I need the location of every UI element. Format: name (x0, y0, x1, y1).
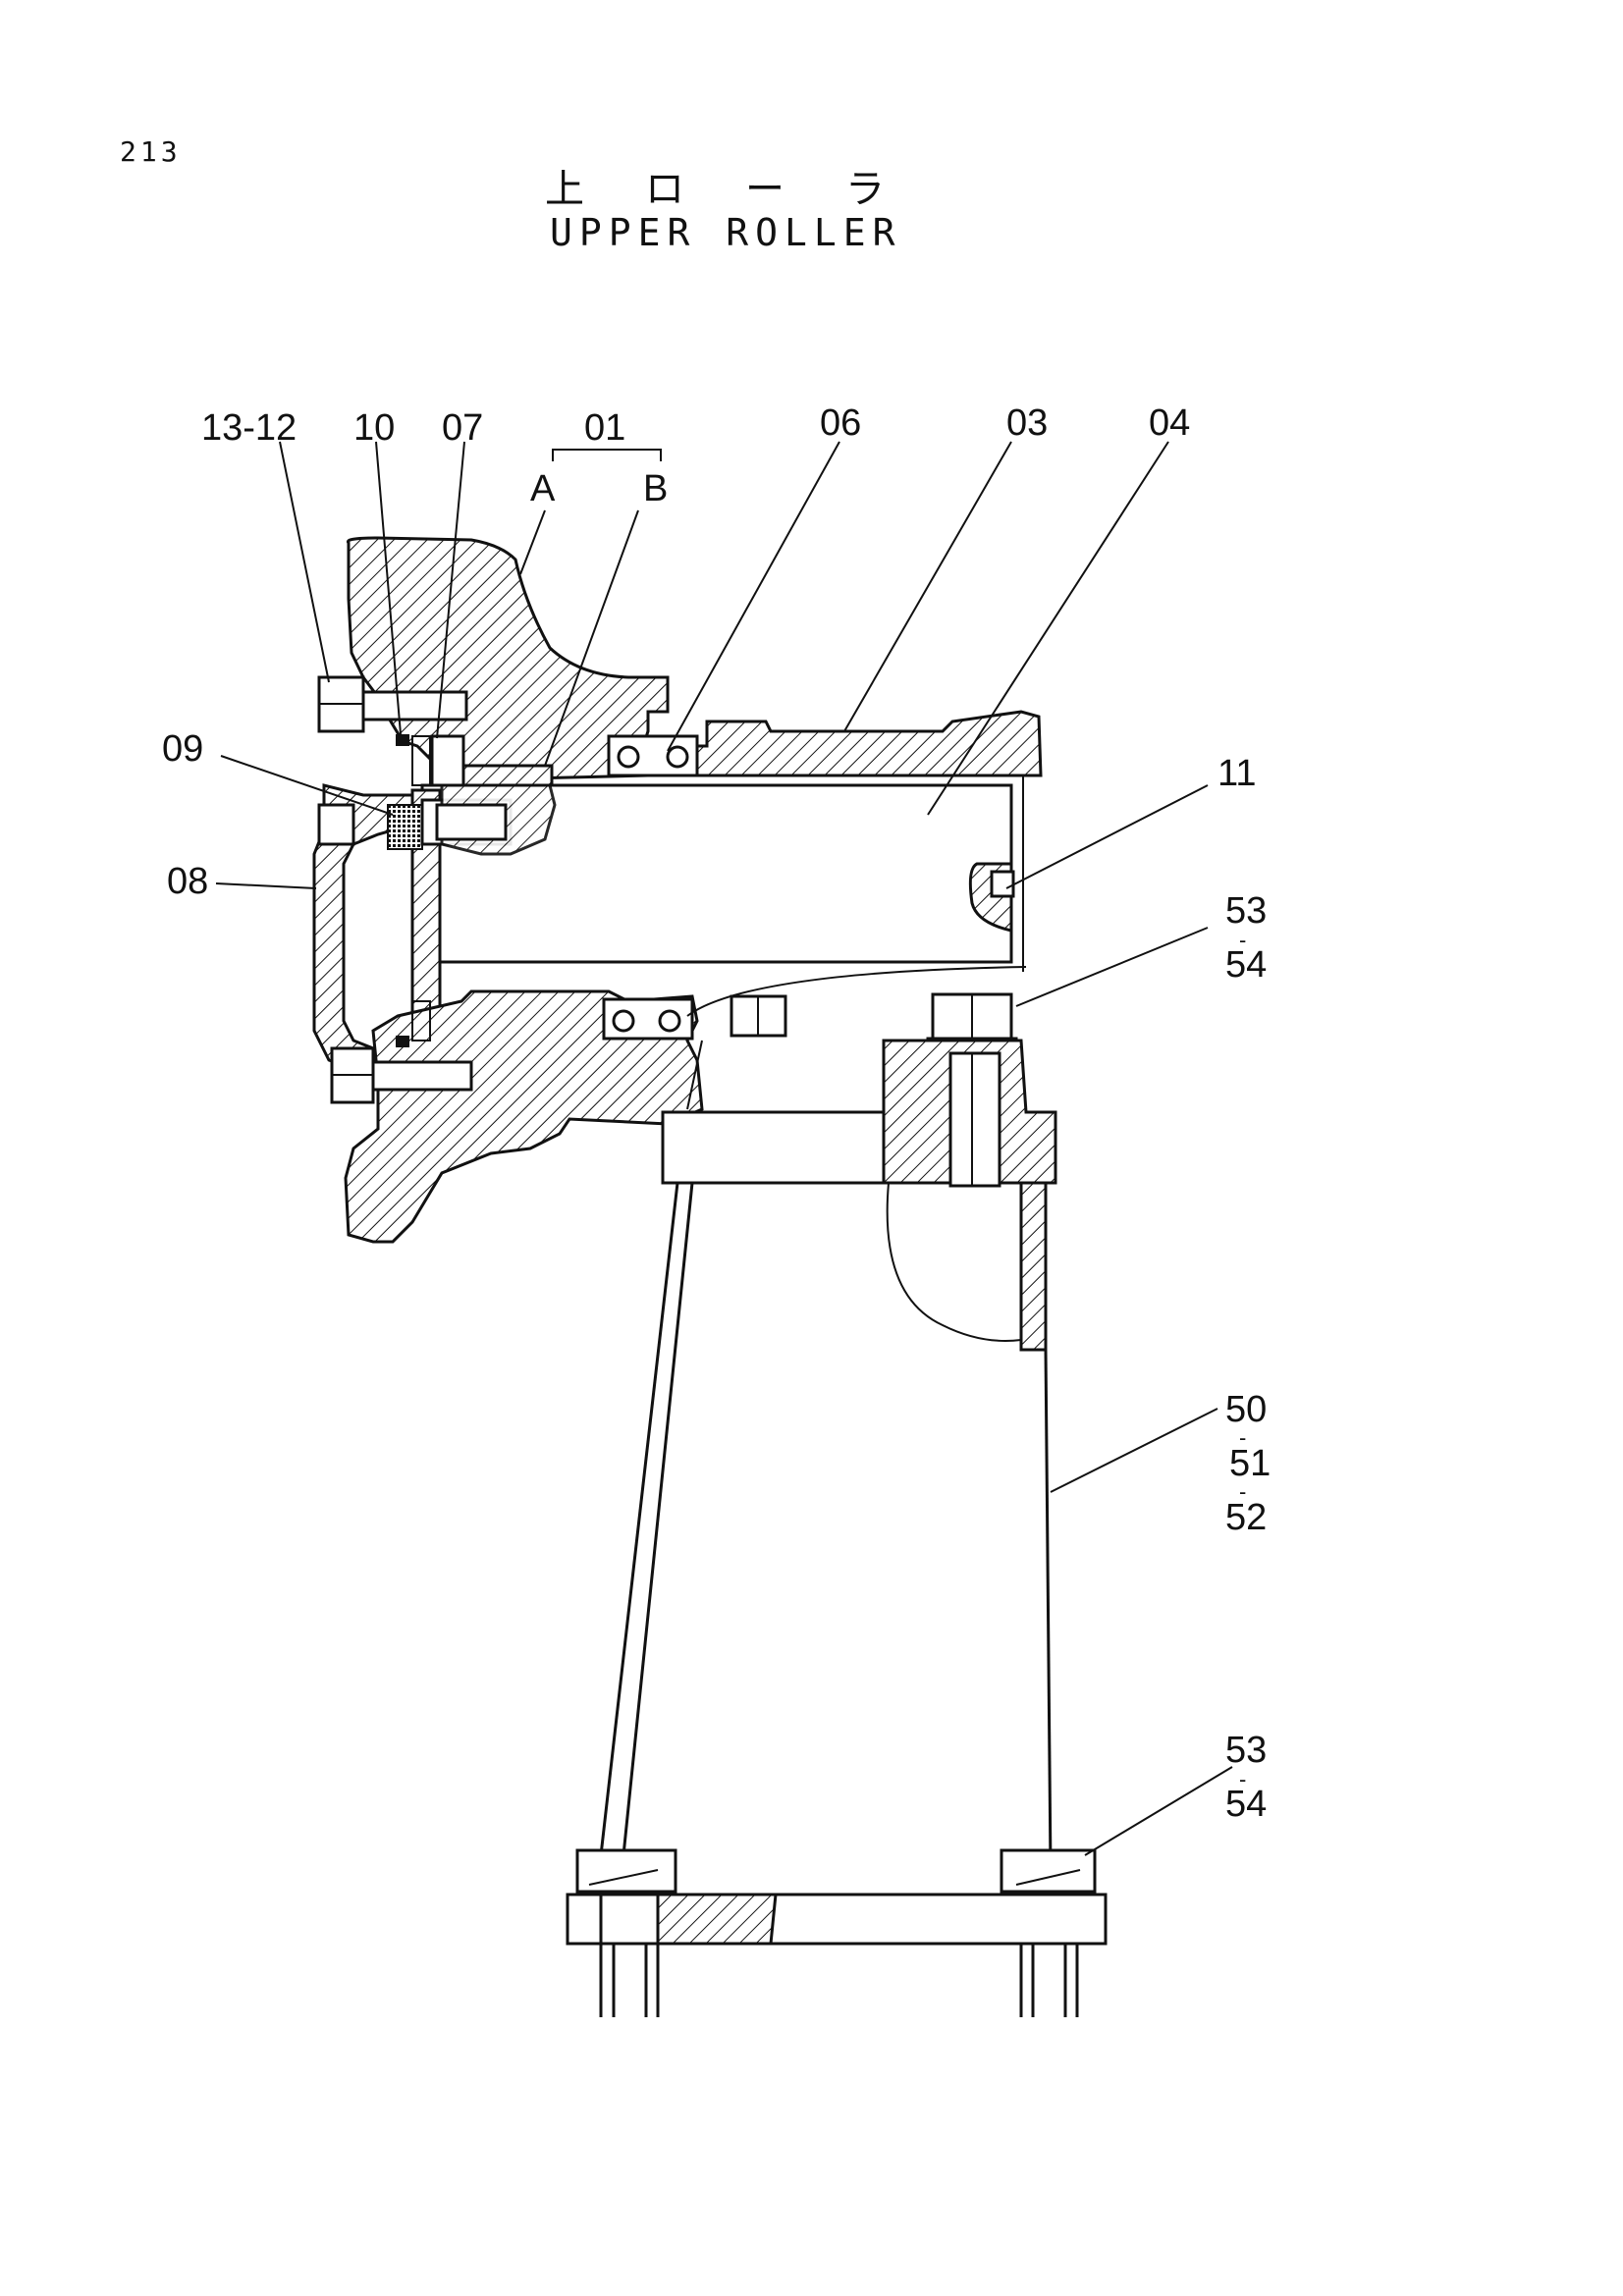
callout-51: 51 (1229, 1443, 1271, 1484)
callout-11: 11 (1217, 753, 1256, 794)
bracket-plate (661, 1039, 1057, 1188)
callout-01-b: B (643, 468, 668, 509)
bearing-06-upper (607, 734, 699, 777)
callout-10: 10 (353, 407, 395, 449)
bearing-06-lower (602, 997, 694, 1041)
callout-dash-3: - (1239, 1479, 1246, 1504)
callout-04: 04 (1149, 402, 1190, 444)
callout-03: 03 (1006, 402, 1048, 444)
callout-53-lower: 53 (1225, 1730, 1267, 1771)
callout-50: 50 (1225, 1389, 1267, 1430)
bracket-body (599, 1181, 1053, 1871)
callout-01-a: A (530, 468, 556, 509)
seal-assembly-lower (396, 1000, 431, 1047)
bolt-13-12-upper (317, 675, 468, 733)
callout-06: 06 (820, 402, 861, 444)
callout-09: 09 (162, 728, 203, 770)
callout-54-lower: 54 (1225, 1784, 1267, 1825)
callout-53-upper: 53 (1225, 890, 1267, 932)
base-plate (566, 1893, 1108, 1946)
title-japanese: 上ローラ (545, 167, 946, 212)
callout-53-54-upper: 53 - 54 (1225, 890, 1267, 986)
callout-dash-1: - (1239, 928, 1246, 952)
shaft-bracket-boundary (686, 966, 1027, 1110)
bolt-13-12-lower (330, 1046, 473, 1104)
page-number: 213 (120, 135, 182, 168)
nut-lower-left (575, 1848, 677, 1894)
leader-lines (215, 441, 1233, 1856)
callout-dash-4: - (1239, 1767, 1246, 1791)
callout-50-52: 50 - 51 - 52 (1225, 1389, 1271, 1538)
studs-lower (599, 1944, 1079, 2017)
nut-53-54-lower-right (1000, 1848, 1097, 1894)
callout-54-upper: 54 (1225, 944, 1267, 986)
callout-dash-2: - (1239, 1425, 1246, 1450)
callout-52: 52 (1225, 1497, 1267, 1538)
callout-53-54-lower: 53 - 54 (1225, 1730, 1267, 1825)
thrust-plate-09 (387, 783, 557, 1018)
callout-13-12: 13-12 (201, 407, 297, 449)
callout-07: 07 (442, 407, 483, 449)
callout-08: 08 (167, 861, 208, 902)
title-english: UPPER ROLLER (550, 211, 902, 254)
callout-01: 01 (584, 407, 625, 449)
nut-53-54-upper-left (730, 994, 787, 1038)
